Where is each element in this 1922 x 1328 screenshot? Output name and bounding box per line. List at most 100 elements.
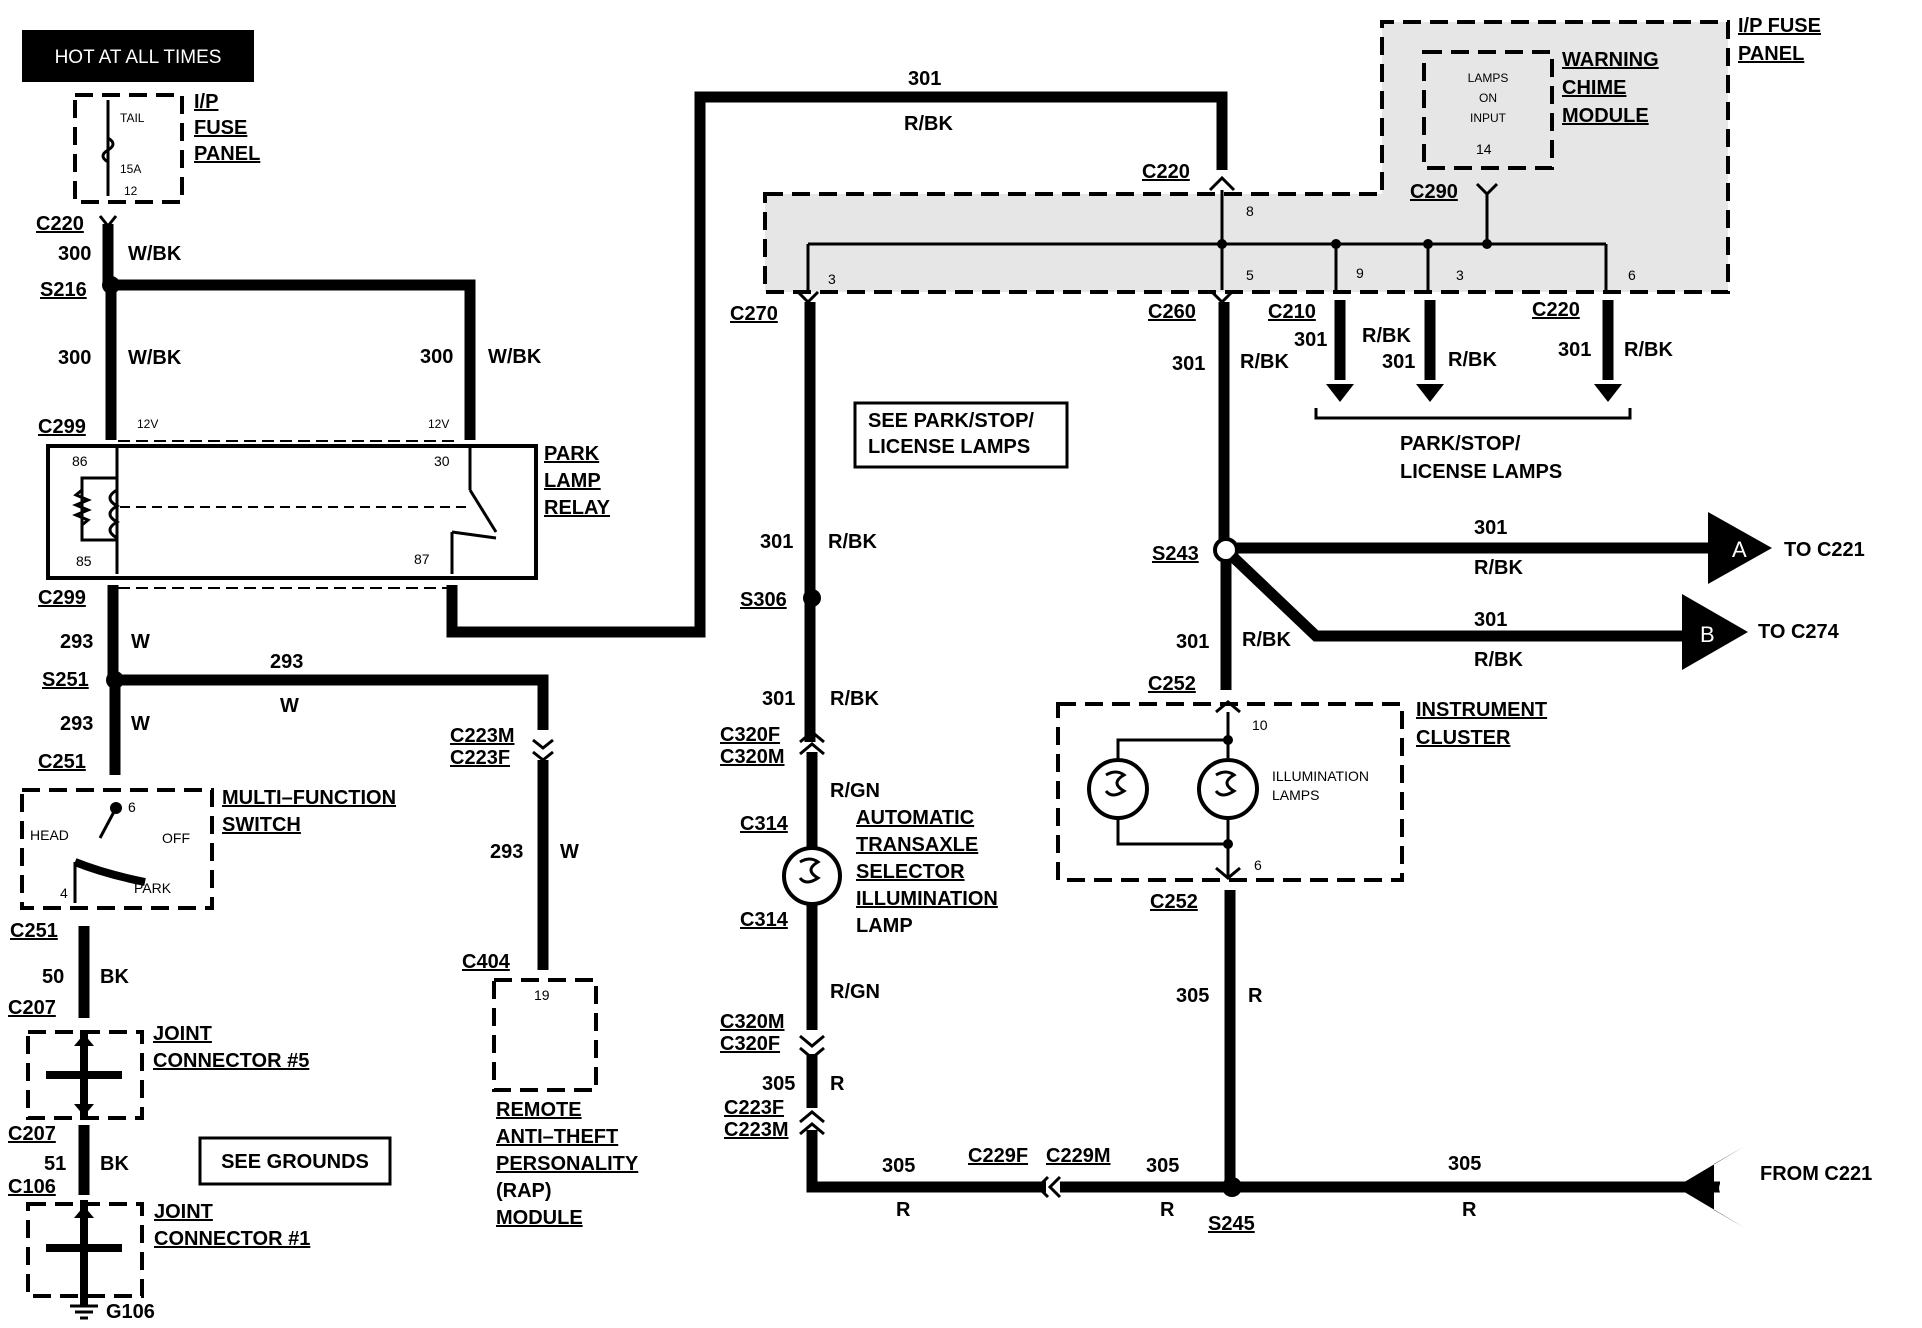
ip-fuse-panel-top-label-2: PANEL (1738, 43, 1804, 65)
pin-3-right: 3 (1456, 267, 1464, 283)
wire-300-right-color: W/BK (488, 346, 542, 368)
wire-301-c210b-circuit: 301 (1382, 351, 1415, 373)
wire-305-h1-circuit: 305 (882, 1155, 915, 1177)
wire-300-right-circuit: 300 (420, 346, 453, 368)
instrument-cluster-label-1: INSTRUMENT (1416, 699, 1547, 721)
to-c274-label: TO C274 (1758, 621, 1840, 643)
connector-c220-left: C220 (36, 213, 84, 235)
connector-c314-bottom: C314 (740, 909, 789, 931)
wire-305-right-circuit: 305 (1176, 985, 1209, 1007)
selector-lamp (782, 846, 842, 906)
pin-3-left: 3 (828, 271, 836, 287)
selector-lamp-label-4: ILLUMINATION (856, 888, 998, 910)
connector-c-letter: C (1718, 1176, 1734, 1201)
wire-301-a-color: R/BK (1474, 557, 1523, 579)
wire-305-h-circuit: 305 (1448, 1153, 1481, 1175)
wire-301-c210-circuit: 301 (1294, 329, 1327, 351)
hot-at-all-times-label: HOT AT ALL TIMES (55, 47, 222, 68)
instrument-cluster-box (1056, 702, 1404, 882)
splice-s306 (803, 589, 821, 607)
wire-293-rap-circuit: 293 (490, 841, 523, 863)
bus-node-2 (1331, 239, 1341, 249)
joint-connector-5-label-2: CONNECTOR #5 (153, 1050, 309, 1072)
wire-301-c220-right-circuit: 301 (1558, 339, 1591, 361)
ip-fuse-panel-label-1: I/P (194, 91, 218, 113)
joint-connector-1-label-1: JOINT (154, 1201, 213, 1223)
mfs-off: OFF (162, 830, 190, 846)
wire-301-mid-b-circuit: 301 (762, 688, 795, 710)
c223-mid-symbol (799, 1110, 825, 1136)
relay-12v-left: 12V (137, 417, 158, 431)
to-c221-label: TO C221 (1784, 539, 1865, 561)
wire-305-mid-circuit: 305 (762, 1073, 795, 1095)
chime-input-3: INPUT (1470, 111, 1507, 125)
connector-c299-bottom: C299 (38, 587, 86, 609)
jc1-arrow-up (74, 1206, 94, 1218)
wire-301-b-color: R/BK (1474, 649, 1523, 671)
connector-c207-bottom: C207 (8, 1123, 56, 1145)
wire-51-circuit: 51 (44, 1153, 66, 1175)
selector-lamp-label-1: AUTOMATIC (856, 807, 974, 829)
selector-lamp-filament (798, 857, 821, 884)
connector-c-triangle (1676, 1146, 1745, 1228)
connector-c251-top: C251 (38, 751, 86, 773)
park-stop-label-2: LICENSE LAMPS (1400, 461, 1562, 483)
c260-symbol (1210, 290, 1234, 305)
cluster-pin-6: 6 (1254, 857, 1262, 873)
wire-300-top-circuit: 300 (58, 243, 91, 265)
wire-301-mid-b-color: R/BK (830, 688, 879, 710)
relay-pin-86: 86 (72, 453, 88, 469)
arrow-c220-right (1594, 384, 1622, 402)
connector-c320m-top: C320M (720, 746, 784, 768)
mfs-head: HEAD (30, 827, 69, 843)
see-grounds-label: SEE GROUNDS (221, 1151, 369, 1173)
selector-lamp-label-3: SELECTOR (856, 861, 965, 883)
mfs-park: PARK (134, 880, 172, 896)
illumination-lamp-1-filament (1104, 770, 1127, 797)
wire-301-mid-a-circuit: 301 (760, 531, 793, 553)
wire-300-top-color: W/BK (128, 243, 182, 265)
warning-chime-label-2: CHIME (1562, 77, 1626, 99)
cluster-pin-10: 10 (1252, 717, 1268, 733)
wire-305-h1-color: R (896, 1199, 911, 1221)
cluster-bus-top (1116, 738, 1228, 760)
wire-301-down-circuit: 301 (1176, 631, 1209, 653)
wire-305-bottom (806, 1130, 1046, 1193)
bus-node-1 (1217, 239, 1227, 249)
c320-top-symbol (799, 730, 825, 756)
wire-293-h-color: W (280, 695, 299, 717)
connector-c223f-mid: C223F (724, 1097, 784, 1119)
hot-at-all-times-box (22, 30, 254, 82)
from-c221-label: FROM C221 (1760, 1163, 1872, 1185)
fuse-pin: 12 (124, 184, 138, 198)
joint-connector-5-label-1: JOINT (153, 1023, 212, 1045)
wire-301-c210-color: R/BK (1362, 325, 1411, 347)
park-stop-label-1: PARK/STOP/ (1400, 433, 1521, 455)
wire-305-h2-circuit: 305 (1146, 1155, 1179, 1177)
fuse-rating: 15A (120, 162, 141, 176)
instrument-cluster-label-2: CLUSTER (1416, 727, 1511, 749)
relay-12v-right: 12V (428, 417, 449, 431)
wire-305-right-color: R (1248, 985, 1263, 1007)
rap-label-2: ANTI–THEFT (496, 1126, 618, 1148)
connector-b-triangle (1682, 594, 1748, 670)
connector-c404: C404 (462, 951, 511, 973)
wire-301-down-color: R/BK (1242, 629, 1291, 651)
connector-c223m-rap: C223M (450, 725, 514, 747)
connector-c229f: C229F (968, 1145, 1028, 1167)
wire-305-mid-color: R (830, 1073, 845, 1095)
rap-pin-19: 19 (534, 987, 550, 1003)
connector-c320f-bottom: C320F (720, 1033, 780, 1055)
relay-resistor-zig (72, 488, 92, 527)
wire-301-top-color: R/BK (904, 113, 953, 135)
rap-label-5: MODULE (496, 1207, 583, 1229)
c223-rap-symbol (532, 738, 554, 762)
connector-c223m-mid: C223M (724, 1119, 788, 1141)
selector-lamp-label-2: TRANSAXLE (856, 834, 978, 856)
pin-8: 8 (1246, 203, 1254, 219)
mfs-wiper (73, 858, 146, 886)
wire-301-c210b-color: R/BK (1448, 349, 1497, 371)
multi-function-switch-label-1: MULTI–FUNCTION (222, 787, 396, 809)
chime-input-2: ON (1479, 91, 1497, 105)
illumination-label-1: ILLUMINATION (1272, 768, 1369, 784)
